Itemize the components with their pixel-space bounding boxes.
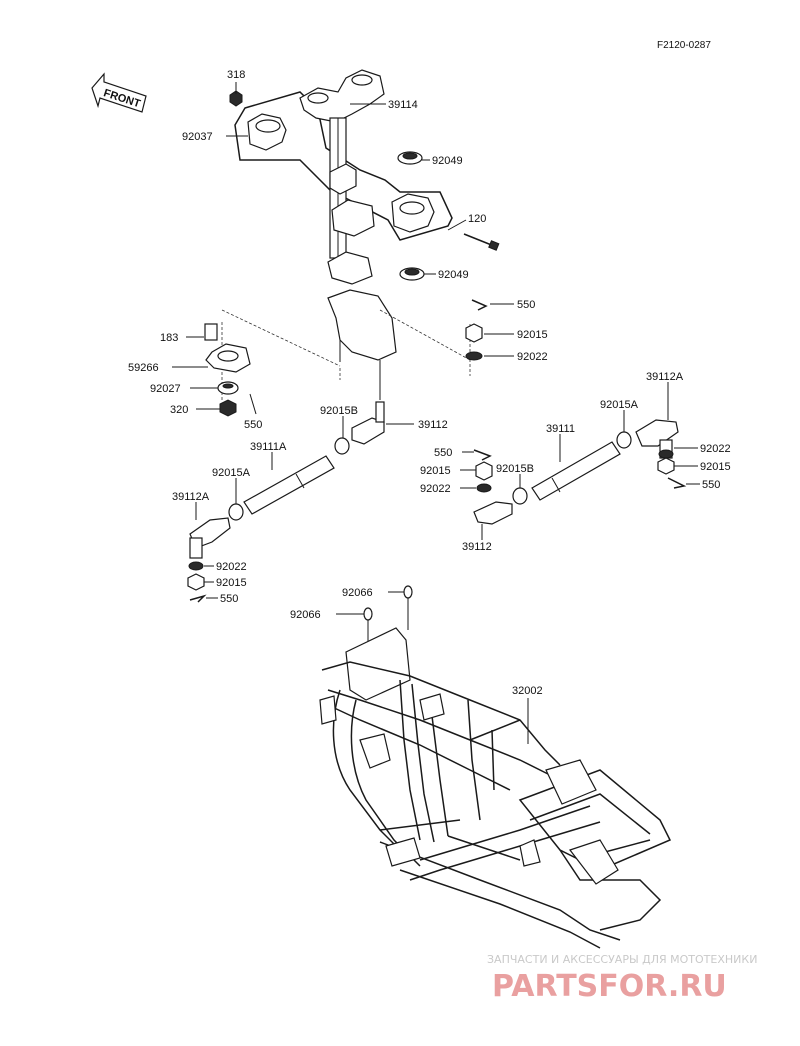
watermark-tagline: ЗАПЧАСТИ И АКСЕССУАРЫ ДЛЯ МОТОТЕХНИКИ: [487, 953, 757, 966]
stem-mid-clamp: [331, 199, 375, 237]
tie-rod-end-39112-b: [473, 501, 513, 525]
label-92015A-b: 92015A: [600, 399, 639, 411]
tie-rod-fasteners-top: [465, 299, 488, 361]
label-550-b: 550: [244, 419, 262, 431]
label-39111A: 39111A: [250, 441, 287, 453]
bolt-183: [204, 323, 218, 341]
locknut-92015B-b: [512, 487, 528, 505]
cotter-pin-550-a: [471, 299, 488, 311]
label-92037: 92037: [182, 131, 213, 143]
label-92015B-a: 92015B: [320, 405, 358, 417]
cap-92066-b: [363, 607, 373, 621]
label-183: 183: [160, 332, 178, 344]
label-92015B-b: 92015B: [496, 463, 534, 475]
watermark: ЗАПЧАСТИ И АКСЕССУАРЫ ДЛЯ МОТОТЕХНИКИ PA…: [487, 953, 757, 1004]
washer-92022-c: [658, 449, 674, 459]
label-92015-d: 92015: [420, 465, 451, 477]
tie-rod-right: [473, 419, 687, 525]
label-39112A-b: 39112A: [646, 371, 684, 383]
label-92015-a: 92015: [517, 329, 548, 341]
label-550-a: 550: [517, 299, 535, 311]
label-39111: 39111: [546, 423, 575, 435]
nut-92015-d: [475, 461, 493, 481]
label-92027: 92027: [150, 383, 181, 395]
nut-92015-a: [465, 323, 483, 343]
locknut-92015A-b: [616, 431, 632, 449]
washer-92022-b: [188, 561, 204, 571]
nut-92015-c: [657, 457, 675, 475]
label-92022-d: 92022: [420, 483, 451, 495]
label-32002: 32002: [512, 685, 543, 697]
label-92049-bottom: 92049: [438, 269, 469, 281]
steering-arm: [327, 289, 397, 361]
label-92049-top: 92049: [432, 155, 463, 167]
label-92022-c: 92022: [700, 443, 731, 455]
label-550-d: 550: [702, 479, 720, 491]
label-318: 318: [227, 69, 245, 81]
leader-lines: [172, 82, 700, 744]
label-59266: 59266: [128, 362, 159, 374]
label-92022-b: 92022: [216, 561, 247, 573]
label-39112-a: 39112: [418, 419, 448, 431]
label-92066-a: 92066: [342, 587, 373, 599]
cotter-pin-550-b: [249, 393, 257, 415]
nut-320: [219, 399, 237, 417]
cap-92066-a: [403, 585, 413, 599]
bushing-92049-bottom: [399, 267, 425, 281]
label-39114: 39114: [388, 99, 418, 111]
washer-92022-d: [476, 483, 492, 493]
label-92022-a: 92022: [517, 351, 548, 363]
diagram-code: F2120-0287: [657, 40, 711, 51]
cotter-pin-550-c: [189, 594, 207, 603]
steering-stem-assembly: [229, 69, 500, 400]
tie-rod-39111: [531, 441, 621, 501]
locknut-92015A-a: [228, 503, 244, 521]
label-320: 320: [170, 404, 188, 416]
tie-rod-end-39112-a: [351, 417, 385, 445]
label-92015-c: 92015: [700, 461, 731, 473]
label-39112A-a: 39112A: [172, 491, 210, 503]
label-550-c: 550: [220, 593, 238, 605]
label-92066-b: 92066: [290, 609, 321, 621]
bolt-120: [463, 233, 500, 251]
label-550-e: 550: [434, 447, 452, 459]
frame-32002: [319, 585, 672, 949]
watermark-brand-logo: PARTSFOR.RU: [492, 969, 727, 1004]
washer-92022-a: [465, 351, 483, 361]
front-arrow-icon: FRONT: [91, 72, 147, 113]
cotter-pin-550-d: [667, 477, 687, 489]
cotter-pin-550-e: [473, 449, 492, 461]
nut-92015-b: [187, 573, 205, 591]
part-labels: 318 39114 92037 92049 120 92049 550 9201…: [128, 69, 731, 697]
bushing-92049-top: [397, 151, 423, 165]
label-120: 120: [468, 213, 486, 225]
label-92015A-a: 92015A: [212, 467, 251, 479]
pivot-block-assembly: [204, 323, 257, 417]
tie-rod-39111A: [243, 455, 335, 515]
locknut-92015B-a: [334, 437, 350, 455]
label-92015-b: 92015: [216, 577, 247, 589]
label-39112-b: 39112: [462, 541, 492, 553]
tie-rod-left: [187, 401, 385, 603]
tie-rod-end-39112A-b: [635, 419, 679, 447]
